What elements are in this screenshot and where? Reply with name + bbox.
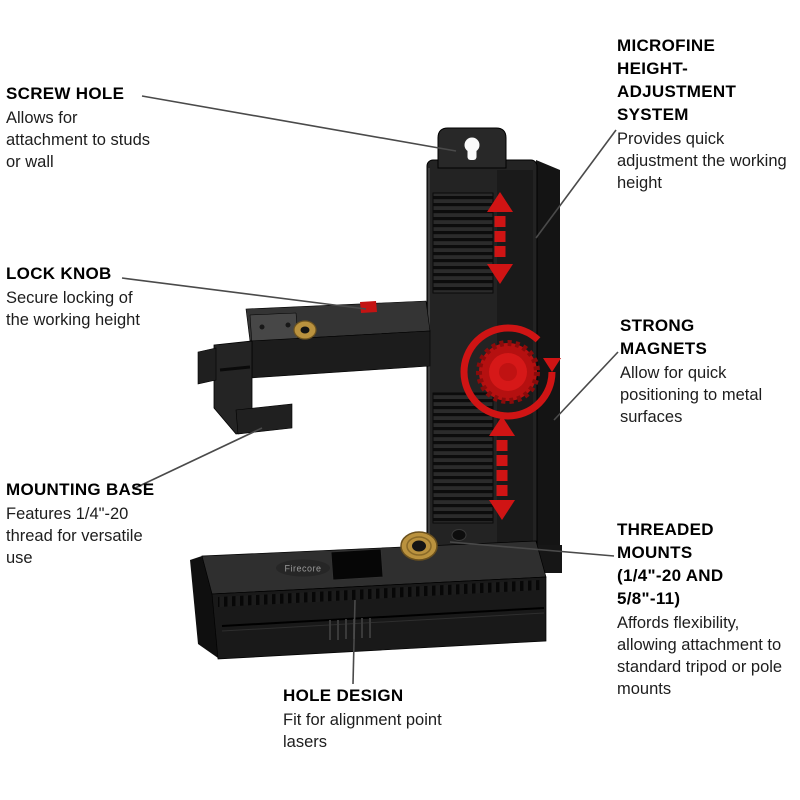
- callout-body: Features 1/4"-20 thread for versatile us…: [6, 505, 143, 567]
- leader-hole-design: [352, 599, 356, 685]
- callout-body: Secure locking of the working height: [6, 289, 140, 330]
- callout-hole-design: HOLE DESIGN Fit for alignment point lase…: [283, 684, 455, 754]
- clamp-jaw: [197, 340, 293, 435]
- callout-title: MOUNTING BASE: [6, 480, 155, 499]
- brand-label: Firecore: [284, 564, 321, 574]
- callout-body: Allow for quick positioning to metal sur…: [620, 364, 763, 427]
- callout-body: Affords flexibility, allowing attachment…: [617, 614, 783, 699]
- mounting-arm: [197, 300, 431, 435]
- callout-title: SCREW HOLE: [6, 84, 125, 103]
- screw-hole-tab: [437, 127, 507, 169]
- lock-knob-tab: [360, 301, 377, 313]
- leader-lock-knob: [121, 277, 367, 310]
- leader-mounting-base: [132, 427, 263, 490]
- arm-thread-insert: [293, 320, 317, 340]
- base-thread-insert: [400, 531, 438, 561]
- brand-plate: Firecore: [276, 559, 330, 577]
- callout-body: Provides quick adjustment the working he…: [617, 130, 787, 193]
- leader-lines: [121, 95, 619, 685]
- callout-threaded-mounts: THREADED MOUNTS (1/4"-20 AND 5/8"-11) Af…: [617, 518, 799, 701]
- height-adjust-arrow-top: [487, 192, 513, 284]
- callout-body: Allows for attachment to studs or wall: [6, 109, 150, 171]
- callout-microfine-height-adjustment: MICROFINE HEIGHT-ADJUSTMENT SYSTEM Provi…: [617, 34, 795, 195]
- height-adjust-arrow-bottom: [489, 416, 515, 520]
- callout-title: HOLE DESIGN: [283, 686, 404, 705]
- callout-body: Fit for alignment point lasers: [283, 711, 442, 752]
- rotation-arrowhead-icon: [543, 358, 561, 372]
- small-hole: [451, 529, 467, 541]
- callout-mounting-base: MOUNTING BASE Features 1/4"-20 thread fo…: [6, 478, 158, 570]
- adjustment-knob: [460, 324, 561, 420]
- mounting-base-plate: Firecore: [190, 529, 547, 660]
- callout-strong-magnets: STRONG MAGNETS Allow for quick positioni…: [620, 314, 792, 429]
- callout-title: LOCK KNOB: [6, 264, 112, 283]
- keyhole-icon: [464, 137, 480, 160]
- callout-screw-hole: SCREW HOLE Allows for attachment to stud…: [6, 82, 158, 174]
- callout-lock-knob: LOCK KNOB Secure locking of the working …: [6, 262, 158, 332]
- alignment-slot: [330, 548, 384, 581]
- leader-strong-magnets: [553, 351, 619, 421]
- leader-screw-hole: [141, 95, 457, 152]
- leader-microfine: [535, 129, 617, 239]
- leader-threaded-mounts: [449, 541, 615, 557]
- callout-title: THREADED MOUNTS (1/4"-20 AND 5/8"-11): [617, 520, 724, 609]
- callout-title: STRONG MAGNETS: [620, 316, 708, 359]
- callout-title: MICROFINE HEIGHT-ADJUSTMENT SYSTEM: [617, 36, 737, 125]
